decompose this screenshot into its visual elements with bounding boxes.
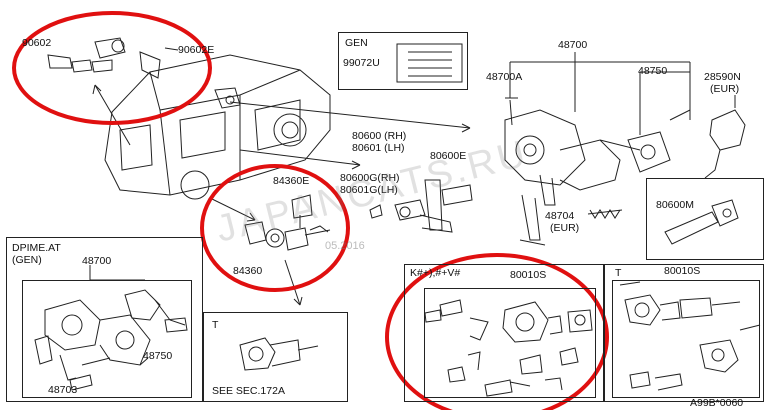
label-28590n: 28590N bbox=[704, 71, 741, 83]
dpmeat-title: DPIME.AT bbox=[12, 242, 61, 254]
date-stamp: 05.2016 bbox=[325, 240, 365, 252]
label-80010s-left: 80010S bbox=[510, 269, 547, 281]
arrow-line bbox=[229, 101, 471, 129]
t-box-right-title: T bbox=[615, 267, 622, 279]
t-box-right-parts bbox=[619, 281, 761, 391]
label-84360e: 84360E bbox=[273, 175, 310, 187]
dpmeat-inset-box bbox=[6, 237, 203, 402]
highlight-ellipse-bottom-right bbox=[385, 253, 609, 410]
label-80600: 80600 (RH) bbox=[352, 130, 407, 142]
k-box bbox=[404, 264, 604, 402]
highlight-ellipse-top-left bbox=[12, 11, 212, 125]
label-80600m: 80600M bbox=[656, 199, 694, 211]
label-80601g: 80601G(LH) bbox=[340, 184, 398, 196]
dpmeat-subtitle: (GEN) bbox=[12, 254, 42, 266]
t-box-left-drawing bbox=[239, 337, 319, 371]
label-80601: 80601 (LH) bbox=[352, 142, 405, 154]
label-80600g: 80600G(RH) bbox=[340, 172, 400, 184]
label-48703: 48703 bbox=[48, 384, 78, 396]
label-90602: 90602 bbox=[22, 37, 52, 49]
label-48704: 48704 bbox=[545, 210, 575, 222]
rear-lock-cylinder-group bbox=[47, 37, 179, 79]
label-eur-1: (EUR) bbox=[710, 83, 740, 95]
see-sec-label: SEE SEC.172A bbox=[212, 385, 285, 397]
footer-code: A99B*0060 bbox=[690, 397, 744, 409]
label-90602e: 90602E bbox=[178, 44, 215, 56]
label-eur-2: (EUR) bbox=[550, 222, 580, 234]
door-lock-cylinder-group bbox=[244, 194, 331, 251]
gen-title: GEN bbox=[345, 37, 368, 49]
key-illustration bbox=[664, 199, 739, 245]
label-84360: 84360 bbox=[233, 265, 263, 277]
highlight-ellipses bbox=[12, 11, 609, 410]
vehicle-illustration bbox=[104, 54, 331, 200]
key-80600m-box bbox=[646, 178, 764, 260]
t-box-left-title: T bbox=[212, 319, 219, 331]
label-48700-top: 48700 bbox=[558, 39, 588, 51]
inset-ignition-drawing bbox=[34, 289, 188, 391]
ignition-switch-assembly bbox=[369, 97, 746, 246]
t-box-right bbox=[604, 264, 764, 402]
dpmeat-inner-box bbox=[22, 280, 192, 398]
highlight-ellipse-center bbox=[200, 164, 350, 292]
label-48700a: 48700A bbox=[486, 71, 523, 83]
k-box-parts bbox=[424, 299, 593, 397]
label-99072u: 99072U bbox=[343, 57, 380, 69]
k-box-inner bbox=[424, 288, 596, 398]
t-box-right-inner bbox=[612, 280, 760, 398]
k-box-title: K#+),#+V# bbox=[410, 267, 461, 279]
label-48750-top: 48750 bbox=[638, 65, 668, 77]
label-48700-inset: 48700 bbox=[82, 255, 112, 267]
label-80010s-right: 80010S bbox=[664, 265, 701, 277]
t-box-left bbox=[203, 312, 348, 402]
label-48750-inset: 48750 bbox=[143, 350, 173, 362]
label-80600e: 80600E bbox=[430, 150, 467, 162]
gen-box bbox=[338, 32, 468, 90]
